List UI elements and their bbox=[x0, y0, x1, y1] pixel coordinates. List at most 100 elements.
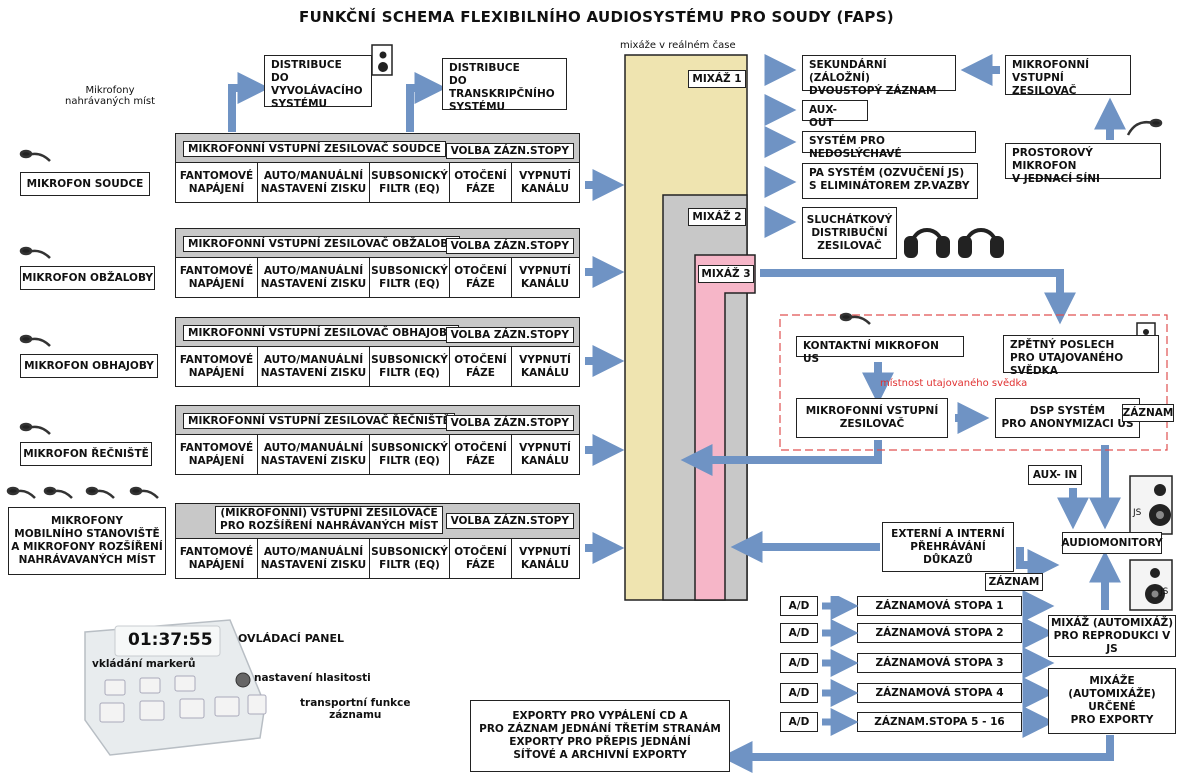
track-1: ZÁZNAMOVÁ STOPA 1 bbox=[857, 596, 1022, 616]
arrow-distrib-1 bbox=[228, 72, 270, 132]
cell-phantom: FANTOMOVÉ NAPÁJENÍ bbox=[176, 539, 258, 578]
track-select: VOLBA ZÁZN.STOPY bbox=[445, 415, 574, 431]
preamp-title: MIKROFONNÍ VSTUPNÍ ZESILOVAČ OBHAJOBY bbox=[183, 325, 459, 341]
preamp-title: MIKROFONNÍ VSTUPNÍ ZESILOVAČ ŘEČNIŠTĚ bbox=[183, 413, 455, 429]
hidden-preamp: MIKROFONNÍ VSTUPNÍ ZESILOVAČ bbox=[796, 398, 948, 438]
cell-mute: VYPNUTÍ KANÁLU bbox=[519, 169, 571, 195]
cell-mute: VYPNUTÍ KANÁLU bbox=[519, 264, 571, 290]
mix3-column bbox=[694, 254, 756, 601]
track-select: VOLBA ZÁZN.STOPY bbox=[445, 238, 574, 254]
room-mic: PROSTOROVÝ MIKROFON V JEDNACÍ SÍNI bbox=[1005, 143, 1161, 185]
mix-repro: MIXÁŽ (AUTOMIXÁŽ) PRO REPRODUKCI V JS bbox=[1048, 615, 1176, 657]
cell-filter: SUBSONICKÝ FILTR (EQ) bbox=[370, 435, 450, 474]
dsp-system: DSP SYSTÉM PRO ANONYMIZACI US bbox=[995, 398, 1140, 438]
mix-export: MIXÁŽE (AUTOMIXÁŽE) URČENÉ PRO EXPORTY bbox=[1048, 668, 1176, 734]
out-hearing: SYSTÉM PRO NEDOSLÝCHAVÉ bbox=[802, 131, 976, 160]
arrow-distrib-2 bbox=[406, 72, 447, 132]
cell-phase: OTOČENÍ FÁZE bbox=[450, 539, 512, 578]
track-4: ZÁZNAMOVÁ STOPA 4 bbox=[857, 683, 1022, 703]
cell-gain: AUTO/MANUÁLNÍ NASTAVENÍ ZISKU bbox=[258, 435, 370, 474]
cell-gain: AUTO/MANUÁLNÍ NASTAVENÍ ZISKU bbox=[258, 347, 370, 386]
cell-phantom: FANTOMOVÉ NAPÁJENÍ bbox=[176, 163, 258, 202]
cell-phase: OTOČENÍ FÁZE bbox=[450, 258, 512, 297]
panel-time: 01:37:55 bbox=[128, 630, 213, 650]
dsp-zaznam: ZÁZNAM bbox=[1122, 404, 1174, 422]
ad-5: A/D bbox=[780, 712, 818, 732]
distrib-transkripcni: DISTRIBUCE DO TRANSKRIPČNÍHO SYSTÉMU bbox=[442, 58, 567, 113]
mic-soudce: MIKROFON SOUDCE bbox=[20, 172, 150, 196]
js-label-2: JS bbox=[1160, 587, 1169, 597]
cell-mute: VYPNUTÍ KANÁLU bbox=[519, 353, 571, 379]
mic-icons bbox=[6, 118, 1163, 499]
out-headphones: SLUCHÁTKOVÝ DISTRIBUČNÍ ZESILOVAČ bbox=[802, 207, 897, 259]
mic-mobil: MIKROFONY MOBILNÍHO STANOVIŠTĚ A MIKROFO… bbox=[8, 507, 166, 575]
panel-transport: transportní funkce záznamu bbox=[300, 697, 411, 721]
mixes-realtime-label: mixáže v reálném čase bbox=[620, 40, 736, 51]
arrow-dsp-return bbox=[680, 440, 882, 476]
preamp-title: MIKROFONNÍ VSTUPNÍ ZESILOVAČ SOUDCE bbox=[183, 141, 446, 157]
track-5: ZÁZNAM.STOPA 5 - 16 bbox=[857, 712, 1022, 732]
cell-phantom: FANTOMOVÉ NAPÁJENÍ bbox=[176, 435, 258, 474]
preamp-soudce: MIKROFONNÍ VSTUPNÍ ZESILOVAČ SOUDCE VOLB… bbox=[175, 133, 580, 203]
panel-volume: nastavení hlasitosti bbox=[254, 672, 371, 684]
mix-3-label: MIXÁŽ 3 bbox=[698, 265, 754, 283]
hidden-monitor: ZPĚTNÝ POSLECH PRO UTAJOVANÉHO SVĚDKA bbox=[1003, 335, 1159, 377]
track-select: VOLBA ZÁZN.STOPY bbox=[445, 327, 574, 343]
mic-obhajoby: MIKROFON OBHAJOBY bbox=[20, 354, 158, 378]
preamp-obzaloby: MIKROFONNÍ VSTUPNÍ ZESILOVAČ OBŽALOBY VO… bbox=[175, 228, 580, 298]
out-pa: PA SYSTÉM (OZVUČENÍ JS) S ELIMINÁTOREM Z… bbox=[802, 163, 978, 199]
ad-3: A/D bbox=[780, 653, 818, 673]
ad-2: A/D bbox=[780, 623, 818, 643]
preamp-mobil: (MIKROFONNÍ) VSTUPNÍ ZESILOVAČE PRO ROZŠ… bbox=[175, 503, 580, 579]
cell-phantom: FANTOMOVÉ NAPÁJENÍ bbox=[176, 347, 258, 386]
cell-phantom: FANTOMOVÉ NAPÁJENÍ bbox=[176, 258, 258, 297]
cell-filter: SUBSONICKÝ FILTR (EQ) bbox=[370, 347, 450, 386]
cell-gain: AUTO/MANUÁLNÍ NASTAVENÍ ZISKU bbox=[258, 163, 370, 202]
cell-mute: VYPNUTÍ KANÁLU bbox=[519, 441, 571, 467]
headphones-icons bbox=[904, 228, 1004, 258]
track-select: VOLBA ZÁZN.STOPY bbox=[445, 143, 574, 159]
audiomonitors: AUDIOMONITORY bbox=[1061, 532, 1163, 554]
cell-filter: SUBSONICKÝ FILTR (EQ) bbox=[370, 258, 450, 297]
evidence-playback: EXTERNÍ A INTERNÍ PŘEHRÁVÁNÍ DŮKAZŮ bbox=[882, 522, 1014, 572]
track-2: ZÁZNAMOVÁ STOPA 2 bbox=[857, 623, 1022, 643]
mic-places-label: Mikrofony nahrávaných míst bbox=[64, 85, 155, 107]
cell-phase: OTOČENÍ FÁZE bbox=[450, 435, 512, 474]
out-aux: AUX-OUT bbox=[802, 100, 868, 129]
preamp-title: MIKROFONNÍ VSTUPNÍ ZESILOVAČ OBŽALOBY bbox=[183, 236, 461, 252]
contact-mic: KONTAKTNÍ MIKROFON US bbox=[796, 336, 964, 365]
cell-gain: AUTO/MANUÁLNÍ NASTAVENÍ ZISKU bbox=[258, 258, 370, 297]
exports-box: EXPORTY PRO VYPÁLENÍ CD A PRO ZÁZNAM JED… bbox=[470, 700, 730, 772]
preamp-title: (MIKROFONNÍ) VSTUPNÍ ZESILOVAČE PRO ROZŠ… bbox=[215, 506, 444, 534]
distrib-vyvolavaci: DISTRIBUCE DO VYVOLÁVACÍHO SYSTÉMU bbox=[264, 55, 372, 110]
cell-phase: OTOČENÍ FÁZE bbox=[450, 347, 512, 386]
out-secondary: SEKUNDÁRNÍ (ZÁLOŽNÍ) DVOUSTOPÝ ZÁZNAM bbox=[802, 55, 956, 97]
diagram-title: FUNKČNÍ SCHEMA FLEXIBILNÍHO AUDIOSYSTÉMU… bbox=[299, 8, 894, 26]
cell-mute: VYPNUTÍ KANÁLU bbox=[519, 545, 571, 571]
js-label-1: JS bbox=[1133, 508, 1142, 518]
ad-to-track-arrows bbox=[822, 596, 858, 736]
evidence-zaznam: ZÁZNAM bbox=[985, 573, 1043, 591]
cell-filter: SUBSONICKÝ FILTR (EQ) bbox=[370, 539, 450, 578]
panel-title: OVLÁDACÍ PANEL bbox=[238, 632, 345, 645]
track-3: ZÁZNAMOVÁ STOPA 3 bbox=[857, 653, 1022, 673]
track-select: VOLBA ZÁZN.STOPY bbox=[445, 513, 574, 529]
mix-2-label: MIXÁŽ 2 bbox=[688, 208, 746, 226]
panel-markers: vkládání markerů bbox=[92, 658, 196, 670]
cell-filter: SUBSONICKÝ FILTR (EQ) bbox=[370, 163, 450, 202]
preamp-obhajoby: MIKROFONNÍ VSTUPNÍ ZESILOVAČ OBHAJOBY VO… bbox=[175, 317, 580, 387]
hidden-room-border bbox=[779, 314, 1168, 451]
cell-phase: OTOČENÍ FÁZE bbox=[450, 163, 512, 202]
preamp-recniste: MIKROFONNÍ VSTUPNÍ ZESILOVAČ ŘEČNIŠTĚ VO… bbox=[175, 405, 580, 475]
arrow-mix3-monitor bbox=[760, 269, 1076, 325]
ad-1: A/D bbox=[780, 596, 818, 616]
mic-recniste: MIKROFON ŘEČNIŠTĚ bbox=[20, 442, 152, 466]
mic-amp-right: MIKROFONNÍ VSTUPNÍ ZESILOVAČ bbox=[1005, 55, 1131, 97]
aux-in: AUX- IN bbox=[1028, 465, 1082, 485]
speaker-icons bbox=[371, 44, 1173, 611]
hidden-room-label: místnost utajovaného svědka bbox=[880, 378, 1028, 389]
control-panel-device bbox=[84, 619, 267, 756]
mix-1-label: MIXÁŽ 1 bbox=[688, 70, 746, 88]
cell-gain: AUTO/MANUÁLNÍ NASTAVENÍ ZISKU bbox=[258, 539, 370, 578]
